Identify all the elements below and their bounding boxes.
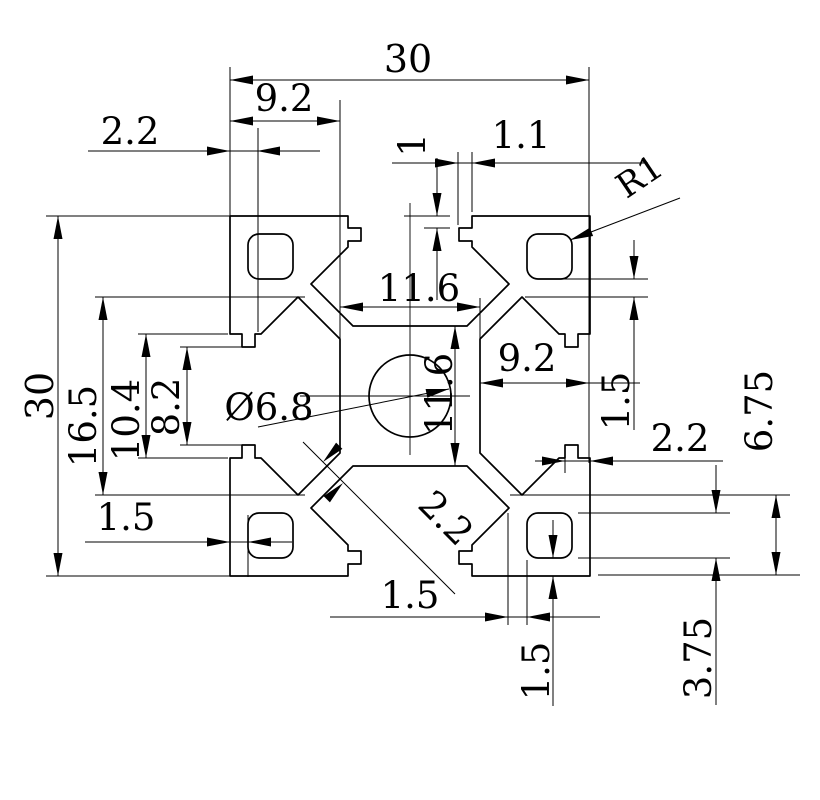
centerlines (300, 203, 470, 455)
dim-overall-height-label: 30 (18, 372, 62, 420)
corner-cavity-top-right (526, 233, 573, 280)
dim-lines (57, 79, 777, 706)
dimension-arrowhead (590, 456, 613, 466)
dim-edge-to-cavity-label: 6.75 (738, 370, 781, 452)
dim-overall-width-label: 30 (384, 37, 432, 81)
dim-corner-cavity-size-label: 3.75 (677, 617, 720, 699)
dimension-arrowhead (340, 302, 363, 312)
dim-wall-left-label: 1.5 (97, 496, 156, 539)
dimension-arrowhead (248, 537, 271, 547)
dim-slot-opening-82-label: 8.2 (145, 378, 188, 437)
dimension-arrowhead (207, 537, 230, 547)
dimension-arrowhead (566, 75, 589, 85)
dimension-arrowhead (230, 75, 253, 85)
dimension-arrowhead (182, 422, 192, 445)
dim-center-bore-label: Ø6.8 (224, 386, 313, 429)
dimension-arrowhead (53, 216, 63, 239)
dimension-arrowhead (141, 435, 151, 458)
dim-web-height-label: 11.6 (418, 353, 461, 435)
dimension-arrowhead (435, 158, 458, 168)
dim-slot-depth-right-label: 9.2 (498, 337, 557, 380)
extension-lines (46, 67, 800, 625)
dim-opening-width-104-label: 10.4 (105, 379, 148, 461)
dimension-arrowhead (771, 552, 781, 575)
dimension-arrowhead (480, 378, 503, 388)
dimension-arrowhead (53, 553, 63, 576)
dimension-arrowhead (450, 326, 460, 349)
dim-wall-bottom-cavity-label: 1.5 (515, 642, 558, 701)
dim-cavity-width-165-label: 16.5 (62, 385, 105, 467)
dimension-arrowhead (230, 116, 253, 126)
dimension-arrowhead (257, 146, 280, 156)
dimension-arrows (53, 75, 781, 622)
dim-lip-tooth-depth-label: 1 (391, 133, 434, 157)
dimension-arrowhead (629, 256, 639, 279)
dimension-arrowhead (432, 228, 442, 251)
dimension-arrowhead (98, 297, 108, 320)
dimension-arrowhead (771, 495, 781, 518)
dim-arm-thickness-label: 2.2 (410, 482, 482, 554)
dimension-arrowhead (182, 347, 192, 370)
dim-slot-depth-top-label: 9.2 (255, 77, 314, 120)
dimension-arrowhead (317, 116, 340, 126)
dimension-arrowhead (207, 146, 230, 156)
dimension-arrowhead (450, 443, 460, 466)
dimension-arrowhead (629, 297, 639, 320)
dimension-arrowhead (432, 193, 442, 216)
corner-cavity-bottom-right (526, 512, 573, 559)
dim-corner-radius-label: R1 (609, 147, 671, 207)
dimension-arrowhead (542, 456, 565, 466)
dimension-arrowhead (457, 302, 480, 312)
dim-wall-bottom-center-label: 1.5 (381, 574, 440, 617)
dimension-arrowhead (141, 334, 151, 357)
dimension-arrowhead (566, 378, 589, 388)
dim-throat-depth-right-label: 2.2 (651, 417, 710, 460)
dimension-arrowhead (548, 576, 558, 599)
dim-lip-step-width-label: 1.1 (492, 114, 551, 157)
dimension-arrowhead (548, 535, 558, 558)
dimension-arrowhead (323, 483, 343, 503)
dimension-arrowhead (527, 612, 550, 622)
dimension-arrowhead (711, 490, 721, 513)
dimension-arrowhead (98, 472, 108, 495)
dim-throat-depth-topleft-label: 2.2 (101, 110, 160, 153)
dimension-arrowhead (711, 558, 721, 581)
corner-cavity-bottom-left (247, 512, 294, 559)
dimension-arrowhead (485, 612, 508, 622)
dimension-arrowhead (472, 158, 495, 168)
dim-wall-right-label: 1.5 (595, 372, 638, 431)
dim-web-width-label: 11.6 (378, 267, 460, 310)
corner-cavity-top-left (247, 233, 294, 280)
dimension-arrowhead (570, 227, 594, 240)
profile-outer-contour (229, 215, 591, 577)
dimension-arrowhead (425, 389, 449, 398)
dimension-arrowhead (323, 442, 343, 462)
